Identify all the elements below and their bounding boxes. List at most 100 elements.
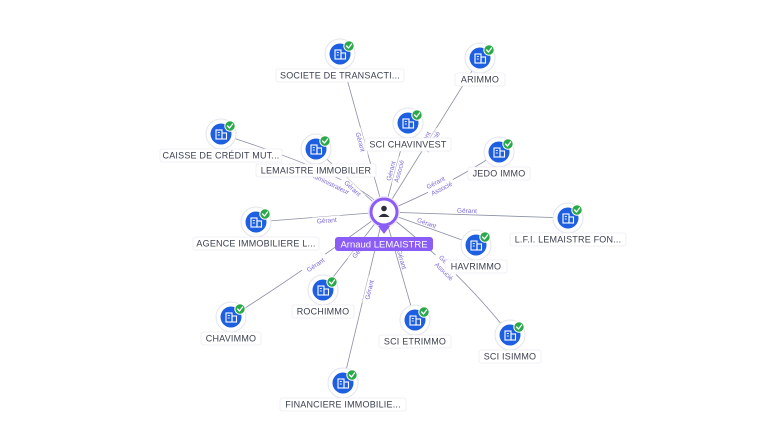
company-label-bg [275,68,405,83]
company-label: HAVRIMMO [451,262,501,272]
verified-check-icon [502,138,514,150]
company-node-sci-isimmo[interactable]: SCI ISIMMO [478,319,542,364]
company-label-bg [200,331,262,346]
verified-check-icon [411,109,423,121]
company-label-bg [454,72,506,87]
edge-label-bg [395,244,410,274]
company-label-bg [291,304,355,319]
company-label: LEMAISTRE IMMOBILIER [261,166,372,176]
company-label: CHAVIMMO [206,334,256,344]
nodes-layer: SOCIETE DE TRANSACTI... ARIMMO SCI CHAVINV… [159,38,627,412]
building-icon [402,118,415,129]
building-icon [470,240,483,251]
company-label-bg [444,259,508,274]
edge-agence-immobiliere: Gérant [255,211,385,226]
verified-check-icon [571,204,583,216]
verified-check-icon [224,120,236,132]
verified-check-icon [479,231,491,243]
verified-check-icon [346,369,358,381]
company-node-societe-de-transaction[interactable]: SOCIETE DE TRANSACTI... [275,38,405,83]
company-label-bg [509,232,627,247]
company-node-arimmo[interactable]: ARIMMO [454,42,506,87]
edge-label-bg [431,258,457,284]
verified-check-icon [234,303,246,315]
edge-label-bg [301,253,329,276]
company-node-financiere-immobiliere[interactable]: FINANCIERE IMMOBILIE... [279,367,407,412]
edge-financiere-immobiliere: Gérant [342,211,385,384]
center-node-marker [378,226,390,234]
company-label-bg [192,236,320,251]
company-node-agence-immobiliere[interactable]: AGENCE IMMOBILIERE L... [192,206,320,251]
edge-label: Gérant [416,217,437,230]
edge-label: Gérant [306,257,327,274]
building-icon [334,49,347,60]
edge-label-bg [412,214,442,231]
building-icon [215,129,228,140]
company-label-bg [478,349,542,364]
company-label: SCI CHAVINVEST [369,140,446,150]
building-icon [337,378,350,389]
edge-label: Gérant [395,249,407,270]
company-node-rochimmo[interactable]: ROCHIMMO [291,274,355,319]
company-node-jedo-immo[interactable]: JEDO IMMO [467,136,531,181]
building-icon [562,213,575,224]
edge-label-bg [340,175,366,201]
company-node-havrimmo[interactable]: HAVRIMMO [444,229,508,274]
company-label-bg [467,166,531,181]
edge-label-bg [421,172,450,192]
building-icon [493,147,506,158]
edge-label: Gérant [354,132,366,153]
center-label: Arnaud LEMAISTRE [340,240,427,251]
building-icon [250,217,263,228]
company-label: AGENCE IMMOBILIERE L... [196,239,315,249]
edge-label-bg [353,127,368,157]
company-label: SCI ETRIMMO [384,337,446,347]
building-icon [317,285,330,296]
company-node-chavimmo[interactable]: CHAVIMMO [200,301,262,346]
company-label: ROCHIMMO [297,307,350,317]
edge-label-bg [312,215,341,225]
company-label: CAISSE DE CRÉDIT MUT... [163,151,280,161]
edge-label-bg [452,206,482,215]
building-icon [225,312,238,323]
company-node-lfi-lemaistre[interactable]: L.F.I. LEMAISTRE FON... [509,202,627,247]
center-node[interactable]: Arnaud LEMAISTRE [335,196,433,251]
company-label: FINANCIERE IMMOBILIE... [285,400,401,410]
company-label-bg [159,148,283,163]
edge-label: Gérant [364,279,375,300]
edge-label-bg [315,173,345,193]
company-label: L.F.I. LEMAISTRE FON... [515,235,622,245]
company-label: JEDO IMMO [473,169,526,179]
company-node-lemaistre-immobilier[interactable]: LEMAISTRE IMMOBILIER [255,133,377,178]
verified-check-icon [259,208,271,220]
edge-sci-etrimmo: Gérant [383,211,416,321]
edge-label: Gérant [457,208,477,216]
building-icon [474,53,487,64]
edge-lfi-lemaistre: Gérant [383,206,569,219]
center-node-ring [369,197,399,227]
edge-label-bg [362,275,376,305]
company-node-sci-etrimmo[interactable]: SCI ETRIMMO [378,304,452,349]
edge-label: Gérant [317,217,338,226]
edge-label: Gérant [386,160,398,181]
company-label-bg [364,137,452,152]
company-label: SCI ISIMMO [484,352,537,362]
edge-label-bg [391,156,406,186]
building-icon [409,315,422,326]
verified-check-icon [513,321,525,333]
company-label-bg [279,397,407,412]
company-node-sci-chavinvest[interactable]: SCI CHAVINVEST [364,107,452,152]
company-label-bg [255,163,377,178]
edge-label-bg [427,178,456,198]
building-icon [310,144,323,155]
company-label: ARIMMO [461,75,499,85]
edge-line [383,211,569,219]
company-label: SOCIETE DE TRANSACTI... [280,71,400,81]
company-label-bg [378,334,452,349]
company-node-caisse-de-credit[interactable]: CAISSE DE CRÉDIT MUT... [159,118,283,163]
verified-check-icon [343,40,355,52]
verified-check-icon [326,276,338,288]
verified-check-icon [483,44,495,56]
person-icon [378,205,390,217]
